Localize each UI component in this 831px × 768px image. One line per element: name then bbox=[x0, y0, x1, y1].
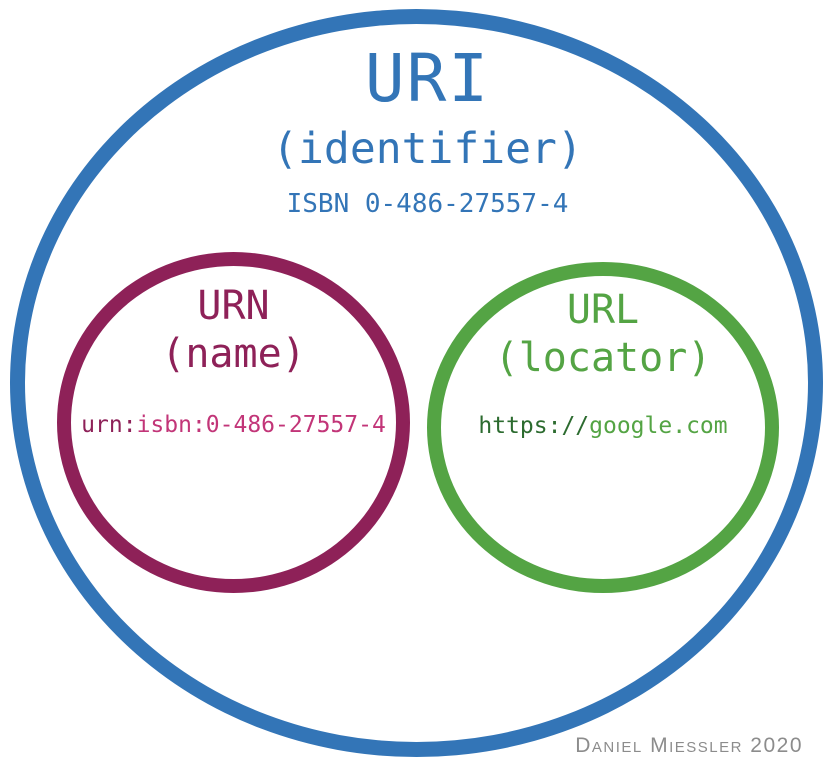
uri-header: URI (identifier) ISBN 0-486-27557-4 bbox=[24, 40, 831, 219]
url-subtitle: (locator) bbox=[494, 335, 712, 381]
urn-subtitle: (name) bbox=[161, 331, 306, 377]
uri-title: URI bbox=[364, 40, 491, 117]
url-example: https://google.com bbox=[441, 410, 765, 442]
urn-example: urn:isbn:0-486-27557-4 bbox=[71, 409, 396, 441]
attribution-credit: Daniel Miessler 2020 bbox=[575, 734, 803, 757]
url-example-scheme: https:// bbox=[478, 413, 590, 439]
urn-labels: URN (name) bbox=[71, 282, 396, 378]
urn-circle: URN (name) urn:isbn:0-486-27557-4 bbox=[57, 252, 410, 593]
url-labels: URL (locator) bbox=[441, 286, 765, 382]
uri-subtitle: (identifier) bbox=[272, 124, 583, 174]
url-title: URL bbox=[566, 287, 640, 333]
urn-title: URN bbox=[197, 283, 270, 329]
url-circle: URL (locator) https://google.com bbox=[427, 262, 779, 593]
url-example-rest: google.com bbox=[589, 413, 728, 439]
urn-example-rest: isbn:0-486-27557-4 bbox=[136, 412, 386, 438]
urn-example-scheme: urn: bbox=[81, 412, 137, 438]
uri-example-isbn: ISBN 0-486-27557-4 bbox=[286, 189, 569, 219]
